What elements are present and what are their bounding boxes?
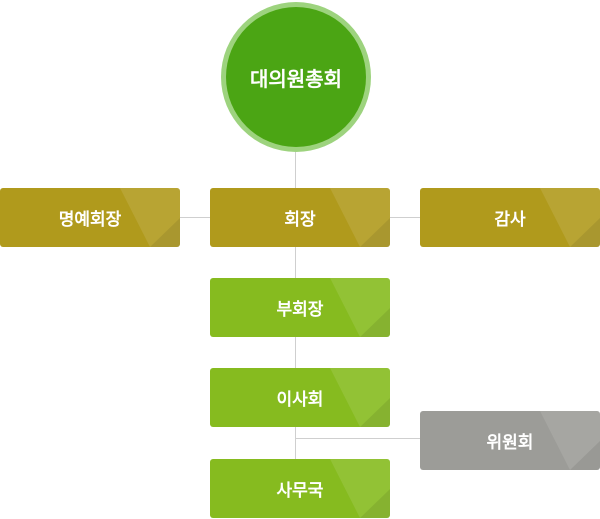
chairman-node: 회장	[210, 188, 390, 247]
auditor-label: 감사	[494, 210, 526, 230]
general-assembly-label: 대의원총회	[250, 66, 342, 91]
diamond-pattern-icon	[540, 411, 600, 470]
secretariat-node: 사무국	[210, 459, 390, 518]
honorary-chairman-label: 명예회장	[58, 210, 122, 230]
diamond-pattern-icon	[330, 368, 390, 427]
honorary-chairman-node: 명예회장	[0, 188, 180, 247]
committee-node: 위원회	[420, 411, 600, 470]
committee-label: 위원회	[486, 433, 534, 453]
connector-line	[180, 217, 210, 218]
board-node: 이사회	[210, 368, 390, 427]
board-label: 이사회	[276, 390, 324, 410]
diamond-pattern-icon	[120, 188, 180, 247]
connector-line	[390, 217, 420, 218]
connector-line	[295, 438, 421, 439]
diamond-pattern-icon	[540, 188, 600, 247]
chairman-label: 회장	[284, 210, 316, 230]
diamond-pattern-icon	[330, 278, 390, 337]
diamond-pattern-icon	[330, 188, 390, 247]
secretariat-label: 사무국	[276, 481, 324, 501]
vice-chairman-node: 부회장	[210, 278, 390, 337]
general-assembly-node: 대의원총회	[221, 2, 371, 152]
diamond-pattern-icon	[330, 459, 390, 518]
auditor-node: 감사	[420, 188, 600, 247]
vice-chairman-label: 부회장	[276, 300, 324, 320]
